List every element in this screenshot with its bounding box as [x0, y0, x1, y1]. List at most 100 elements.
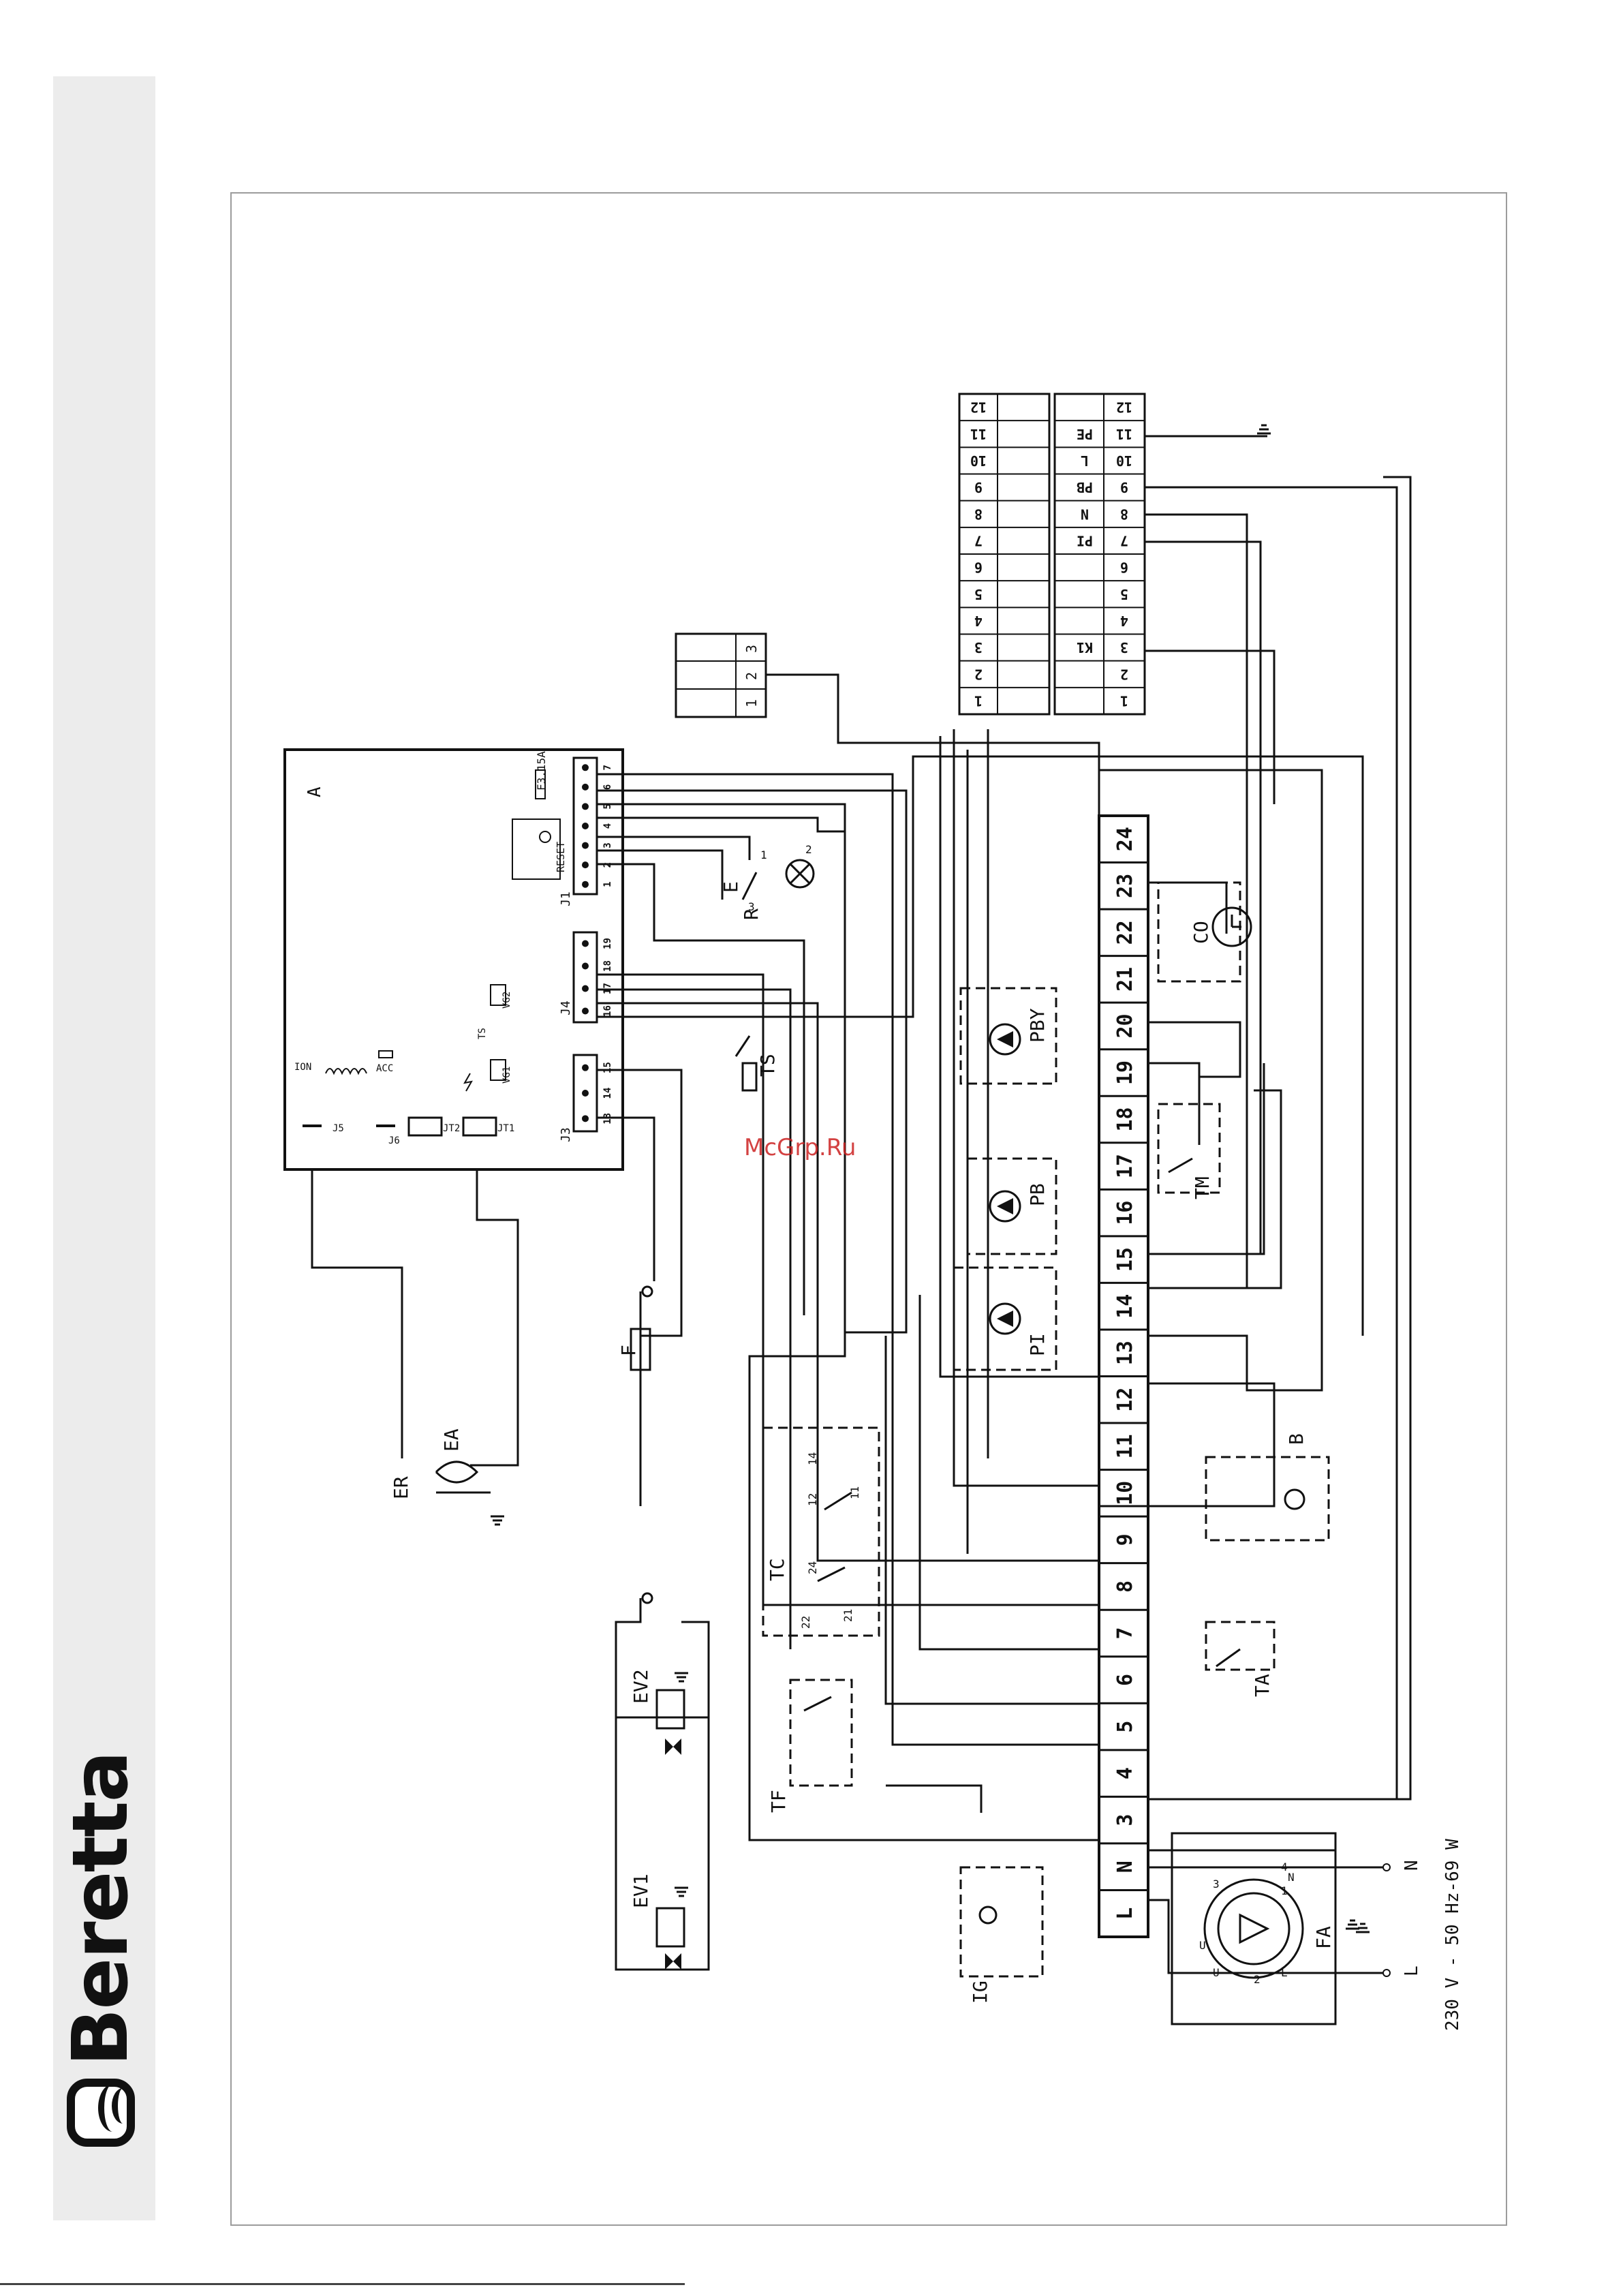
ignition-pin-1: 1 — [760, 848, 767, 861]
connector-j3 — [572, 1054, 598, 1133]
tc-contact-21: 21 — [841, 1609, 854, 1622]
safety-thermostat-ts: TS — [735, 1035, 779, 1092]
boiler-b: B — [1205, 1433, 1330, 1542]
ion-coil-icon — [325, 1068, 367, 1075]
tc-contact-14: 14 — [806, 1452, 819, 1465]
jumper-jt1 — [462, 1116, 497, 1137]
block-signal-label: L — [1081, 453, 1089, 469]
strip-terminal-13: 13 — [1113, 1341, 1137, 1365]
clock-icon — [1211, 906, 1252, 947]
block-right-pin-5: 5 — [1120, 586, 1128, 602]
block-right-pin-3: 3 — [1120, 639, 1128, 656]
connector-pin — [582, 1090, 589, 1097]
strip-terminal-5: 5 — [1113, 1721, 1137, 1733]
strip-terminal-7: 7 — [1113, 1627, 1137, 1639]
strip-terminal-11: 11 — [1113, 1434, 1137, 1458]
fan-pin-2: 2 — [1254, 1973, 1261, 1986]
pb-label: PB — [1026, 1183, 1049, 1206]
connector-pin-number: 4 — [602, 823, 613, 829]
strip-terminal-23: 23 — [1113, 874, 1137, 898]
connector-pin — [582, 940, 589, 947]
block-ground-icon — [1256, 424, 1272, 435]
supply-line-label: L — [1402, 1965, 1422, 1976]
ig-lamp-icon — [978, 1905, 998, 1925]
pump-pb: PB — [966, 1157, 1057, 1255]
block-signal-label: PI — [1077, 532, 1093, 549]
electrode-assembly: ER EA — [390, 1428, 506, 1526]
small-block-pin-1: 1 — [743, 699, 760, 707]
block-left-pin-12: 12 — [970, 399, 987, 416]
block-signal-label: PE — [1077, 426, 1093, 442]
vg2-label: VG2 — [501, 992, 512, 1009]
ignition-r-label: R — [740, 908, 762, 920]
reset-label: RESET — [555, 842, 567, 872]
connector-pin-number: 15 — [602, 1062, 613, 1073]
small-block-pin-2: 2 — [743, 672, 760, 680]
strip-terminal-n: N — [1113, 1861, 1137, 1873]
ea-label: EA — [440, 1428, 463, 1452]
tf-label: TF — [767, 1790, 790, 1813]
block-right-pin-1: 1 — [1120, 692, 1128, 709]
tm-label: TM — [1191, 1176, 1214, 1199]
strip-terminal-24: 24 — [1113, 827, 1137, 851]
block-right-pin-7: 7 — [1120, 532, 1128, 549]
connector-pin — [582, 962, 589, 970]
block-right-pin-2: 2 — [1120, 666, 1128, 682]
connector-pin — [582, 764, 589, 771]
connector-pin-number: 19 — [602, 938, 613, 949]
supply-neutral-label: N — [1402, 1860, 1422, 1871]
connector-j4 — [572, 931, 598, 1024]
pump-pby: PBY — [959, 987, 1057, 1085]
tc-contact-22: 22 — [799, 1616, 812, 1629]
block-left-pin-8: 8 — [974, 506, 983, 522]
block-right-pin-12: 12 — [1116, 399, 1132, 416]
fa-label: FA — [1312, 1926, 1335, 1949]
strip-terminal-18: 18 — [1113, 1107, 1137, 1131]
strip-terminal-21: 21 — [1113, 967, 1137, 992]
fuse-icon — [535, 769, 546, 799]
jt1-label: JT1 — [497, 1123, 514, 1134]
co-label: CO — [1190, 921, 1212, 944]
vg2-coil-icon — [490, 984, 506, 1006]
watermark-text: McGrp.Ru — [744, 1134, 856, 1161]
tc-contact-24: 24 — [806, 1561, 819, 1574]
ignition-pin-2: 2 — [805, 843, 812, 856]
j1-label: J1 — [559, 891, 573, 906]
ignition-e-r: E R 1 2 3 — [720, 843, 815, 920]
er-label: ER — [390, 1476, 412, 1499]
fan-pin-1: 1 — [1281, 1884, 1288, 1897]
diagram-frame — [230, 192, 1507, 2226]
strip-terminal-22: 22 — [1113, 920, 1137, 945]
block-signal-label: N — [1081, 506, 1089, 522]
block-right-pin-8: 8 — [1120, 506, 1128, 522]
block-left-pin-9: 9 — [974, 479, 983, 495]
vg1-coil-icon — [490, 1059, 506, 1081]
fan-pin-u1: U — [1199, 1939, 1206, 1952]
board-label: A — [305, 786, 325, 797]
clock-co: CO — [1157, 881, 1252, 983]
ignition-e-label: E — [720, 881, 742, 893]
strip-terminal-8: 8 — [1113, 1580, 1137, 1593]
strip-terminal-17: 17 — [1113, 1154, 1137, 1178]
connector-pin-number: 18 — [602, 960, 613, 972]
ta-label: TA — [1251, 1674, 1273, 1697]
connector-pin — [582, 1007, 589, 1015]
pi-pump-icon — [989, 1302, 1021, 1335]
jt2-label: JT2 — [443, 1123, 460, 1134]
strip-terminal-12: 12 — [1113, 1388, 1137, 1412]
connector-pin-number: 16 — [602, 1005, 613, 1017]
ev2-label: EV2 — [630, 1669, 652, 1704]
pby-pump-icon — [989, 1023, 1021, 1056]
small-terminal-block: 1 2 3 — [675, 632, 767, 718]
block-right-pin-11: 11 — [1116, 426, 1132, 442]
b-label: B — [1285, 1433, 1308, 1445]
supply-rating: 230 V - 50 Hz-69 W — [1442, 1839, 1463, 2031]
main-switch-ig: IG — [959, 1866, 1044, 2004]
b-coil-icon — [1284, 1488, 1305, 1510]
strip-terminal-14: 14 — [1113, 1294, 1137, 1319]
gas-valve-ev1: EV1 — [630, 1873, 690, 1970]
thermostat-tf: TF — [767, 1679, 853, 1813]
connector-pin — [582, 1064, 589, 1071]
